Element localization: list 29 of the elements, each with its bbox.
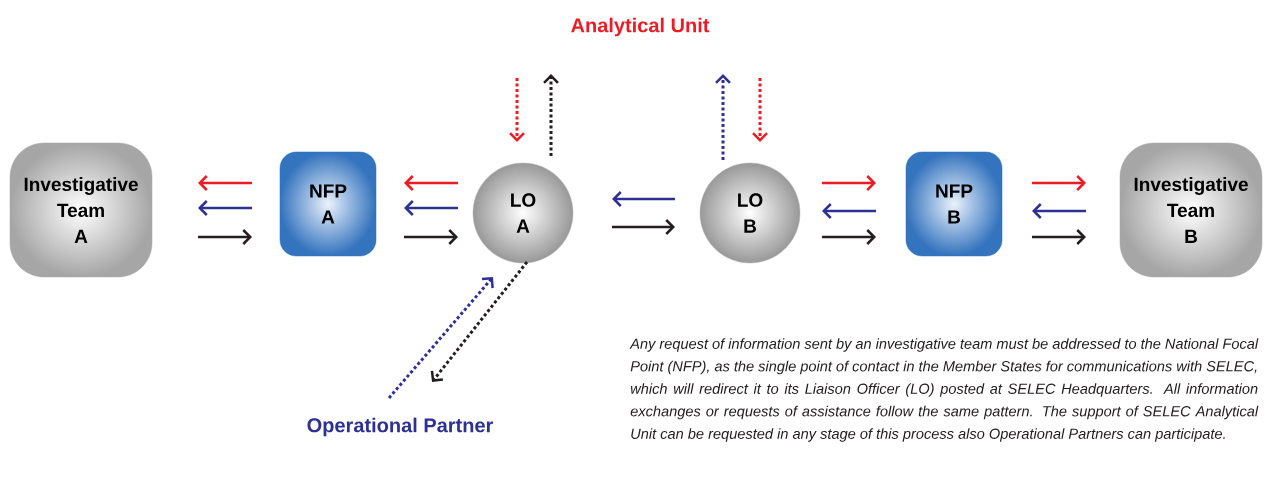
arrow bbox=[752, 78, 768, 142]
process-box: NFP A bbox=[279, 151, 377, 257]
team-box: Investigative Team A bbox=[9, 142, 153, 278]
arrow bbox=[509, 78, 525, 142]
node-label: Analytical Unit bbox=[571, 17, 710, 37]
arrow bbox=[822, 203, 876, 219]
team-box: Investigative Team B bbox=[1119, 142, 1263, 278]
arrow bbox=[715, 74, 731, 160]
arrow bbox=[198, 200, 252, 216]
arrow bbox=[387, 277, 494, 399]
arrow bbox=[822, 229, 876, 245]
arrow bbox=[430, 261, 529, 382]
arrow bbox=[822, 175, 876, 191]
arrow bbox=[198, 175, 252, 191]
arrow bbox=[1032, 175, 1086, 191]
arrow bbox=[612, 219, 675, 235]
arrow bbox=[612, 191, 675, 207]
circle-node: LO A bbox=[472, 162, 574, 264]
arrow bbox=[198, 229, 252, 245]
circle-node: LO B bbox=[699, 162, 801, 264]
arrow bbox=[1032, 229, 1086, 245]
process-box: NFP B bbox=[905, 151, 1003, 257]
arrow bbox=[543, 74, 559, 156]
arrow bbox=[404, 229, 458, 245]
node-label: Operational Partner bbox=[307, 417, 494, 437]
arrow bbox=[404, 200, 458, 216]
arrow bbox=[1032, 203, 1086, 219]
arrow bbox=[404, 175, 458, 191]
description-text: Any request of information sent by an investigative team must be addressed to the National Focal Point (NFP), as the single point of contact in the Member States for communications with SELEC, which will redirect it to its Liaison Officer (LO) posted at SELEC Headquarters. All information exchanges or requests of assistance follow the same pattern. The support of SELEC Analytical Unit can be requested in any stage of this process also Operational Partners can participate. bbox=[629, 338, 1259, 442]
